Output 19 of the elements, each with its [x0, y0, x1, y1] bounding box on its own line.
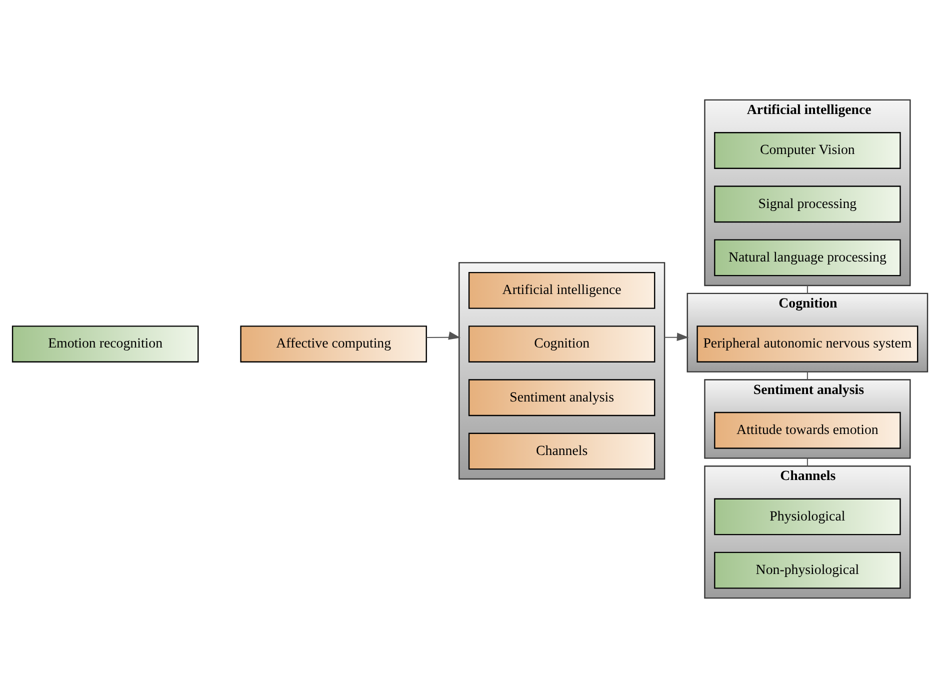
- node-box: Computer Vision: [714, 132, 901, 169]
- node-box: Affective computing: [240, 326, 427, 362]
- node-box: Cognition: [468, 326, 656, 362]
- node-box: Signal processing: [714, 186, 901, 223]
- node-box: Channels: [468, 432, 656, 470]
- node-box: Natural language processing: [714, 239, 901, 276]
- node-box: Non-physiological: [714, 552, 901, 589]
- node-box: Physiological: [714, 498, 901, 536]
- node-box: Sentiment analysis: [468, 379, 656, 416]
- node-box: Emotion recognition: [12, 326, 199, 362]
- connector: [806, 371, 808, 380]
- node-box: Attitude towards emotion: [714, 412, 901, 449]
- connector: [806, 458, 808, 467]
- node-box: Peripheral autonomic nervous system: [696, 326, 918, 362]
- arrow: [664, 332, 689, 341]
- node-box: Artificial intelligence: [468, 272, 656, 309]
- arrow: [426, 331, 461, 340]
- connector: [806, 285, 808, 294]
- cluster: [458, 262, 666, 480]
